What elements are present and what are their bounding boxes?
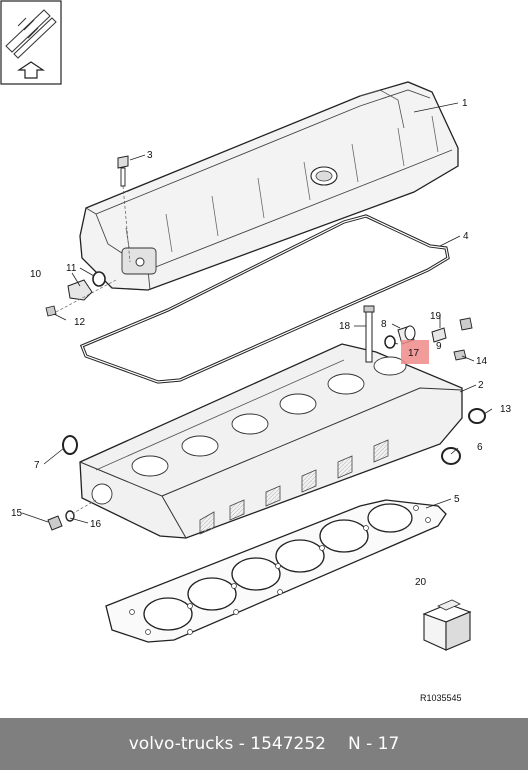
callout-labels: 1 2 3 4 5 6 7 8 9 10 11 12 13 14 15 16 1… [11, 98, 512, 588]
callout-8: 8 [381, 319, 387, 330]
callout-15: 15 [11, 508, 23, 519]
callout-10: 10 [30, 269, 42, 280]
part-4-cover-gasket [79, 214, 450, 384]
reference-code: R1035545 [420, 693, 462, 703]
callout-14: 14 [476, 356, 488, 367]
callout-13: 13 [500, 404, 512, 415]
highlight-part-17 [401, 340, 429, 364]
part-18-bolt [363, 305, 375, 363]
engine-orientation-icon [0, 0, 62, 85]
callout-20: 20 [415, 577, 427, 588]
part-14-plug [453, 349, 467, 361]
part-9-washer [384, 335, 396, 349]
part-2-cylinder-head [79, 343, 463, 539]
part-5-head-gasket [105, 499, 447, 643]
footer-bar: volvo-trucks - 1547252 N - 17 [0, 718, 528, 770]
callout-5: 5 [454, 494, 460, 505]
part-11-seal-ring [92, 271, 106, 287]
part-8-sleeve [397, 325, 416, 345]
callout-16: 16 [90, 519, 102, 530]
callout-3: 3 [147, 150, 153, 161]
brand-part-number: volvo-trucks - 1547252 [128, 734, 326, 754]
callout-6: 6 [477, 442, 483, 453]
callout-11: 11 [66, 263, 77, 274]
callout-17: 17 [408, 348, 420, 359]
valve-cover [79, 81, 459, 291]
part-13-seal-ring [468, 408, 486, 424]
part-6-seal-ring [441, 447, 461, 465]
callout-12: 12 [74, 317, 86, 328]
part-12-screw [45, 279, 117, 317]
part-3-bolt [117, 155, 131, 263]
callout-1: 1 [462, 98, 468, 109]
callout-7: 7 [34, 460, 40, 471]
callout-2: 2 [478, 380, 484, 391]
callout-9: 9 [436, 341, 442, 352]
position-code: N - 17 [347, 734, 400, 754]
callout-19: 19 [430, 311, 442, 322]
exploded-parts-diagram: 1 2 3 4 5 6 7 8 9 10 11 12 13 14 15 16 1… [0, 0, 512, 703]
part-7-seal-ring [62, 435, 78, 455]
part-10-bracket [67, 279, 93, 301]
part-15-screw [47, 515, 63, 531]
kit-box-icon [422, 599, 472, 651]
up-arrow-icon [17, 61, 45, 79]
callout-18: 18 [339, 321, 351, 332]
part-19-fitting [431, 317, 473, 343]
callout-4: 4 [463, 231, 469, 242]
